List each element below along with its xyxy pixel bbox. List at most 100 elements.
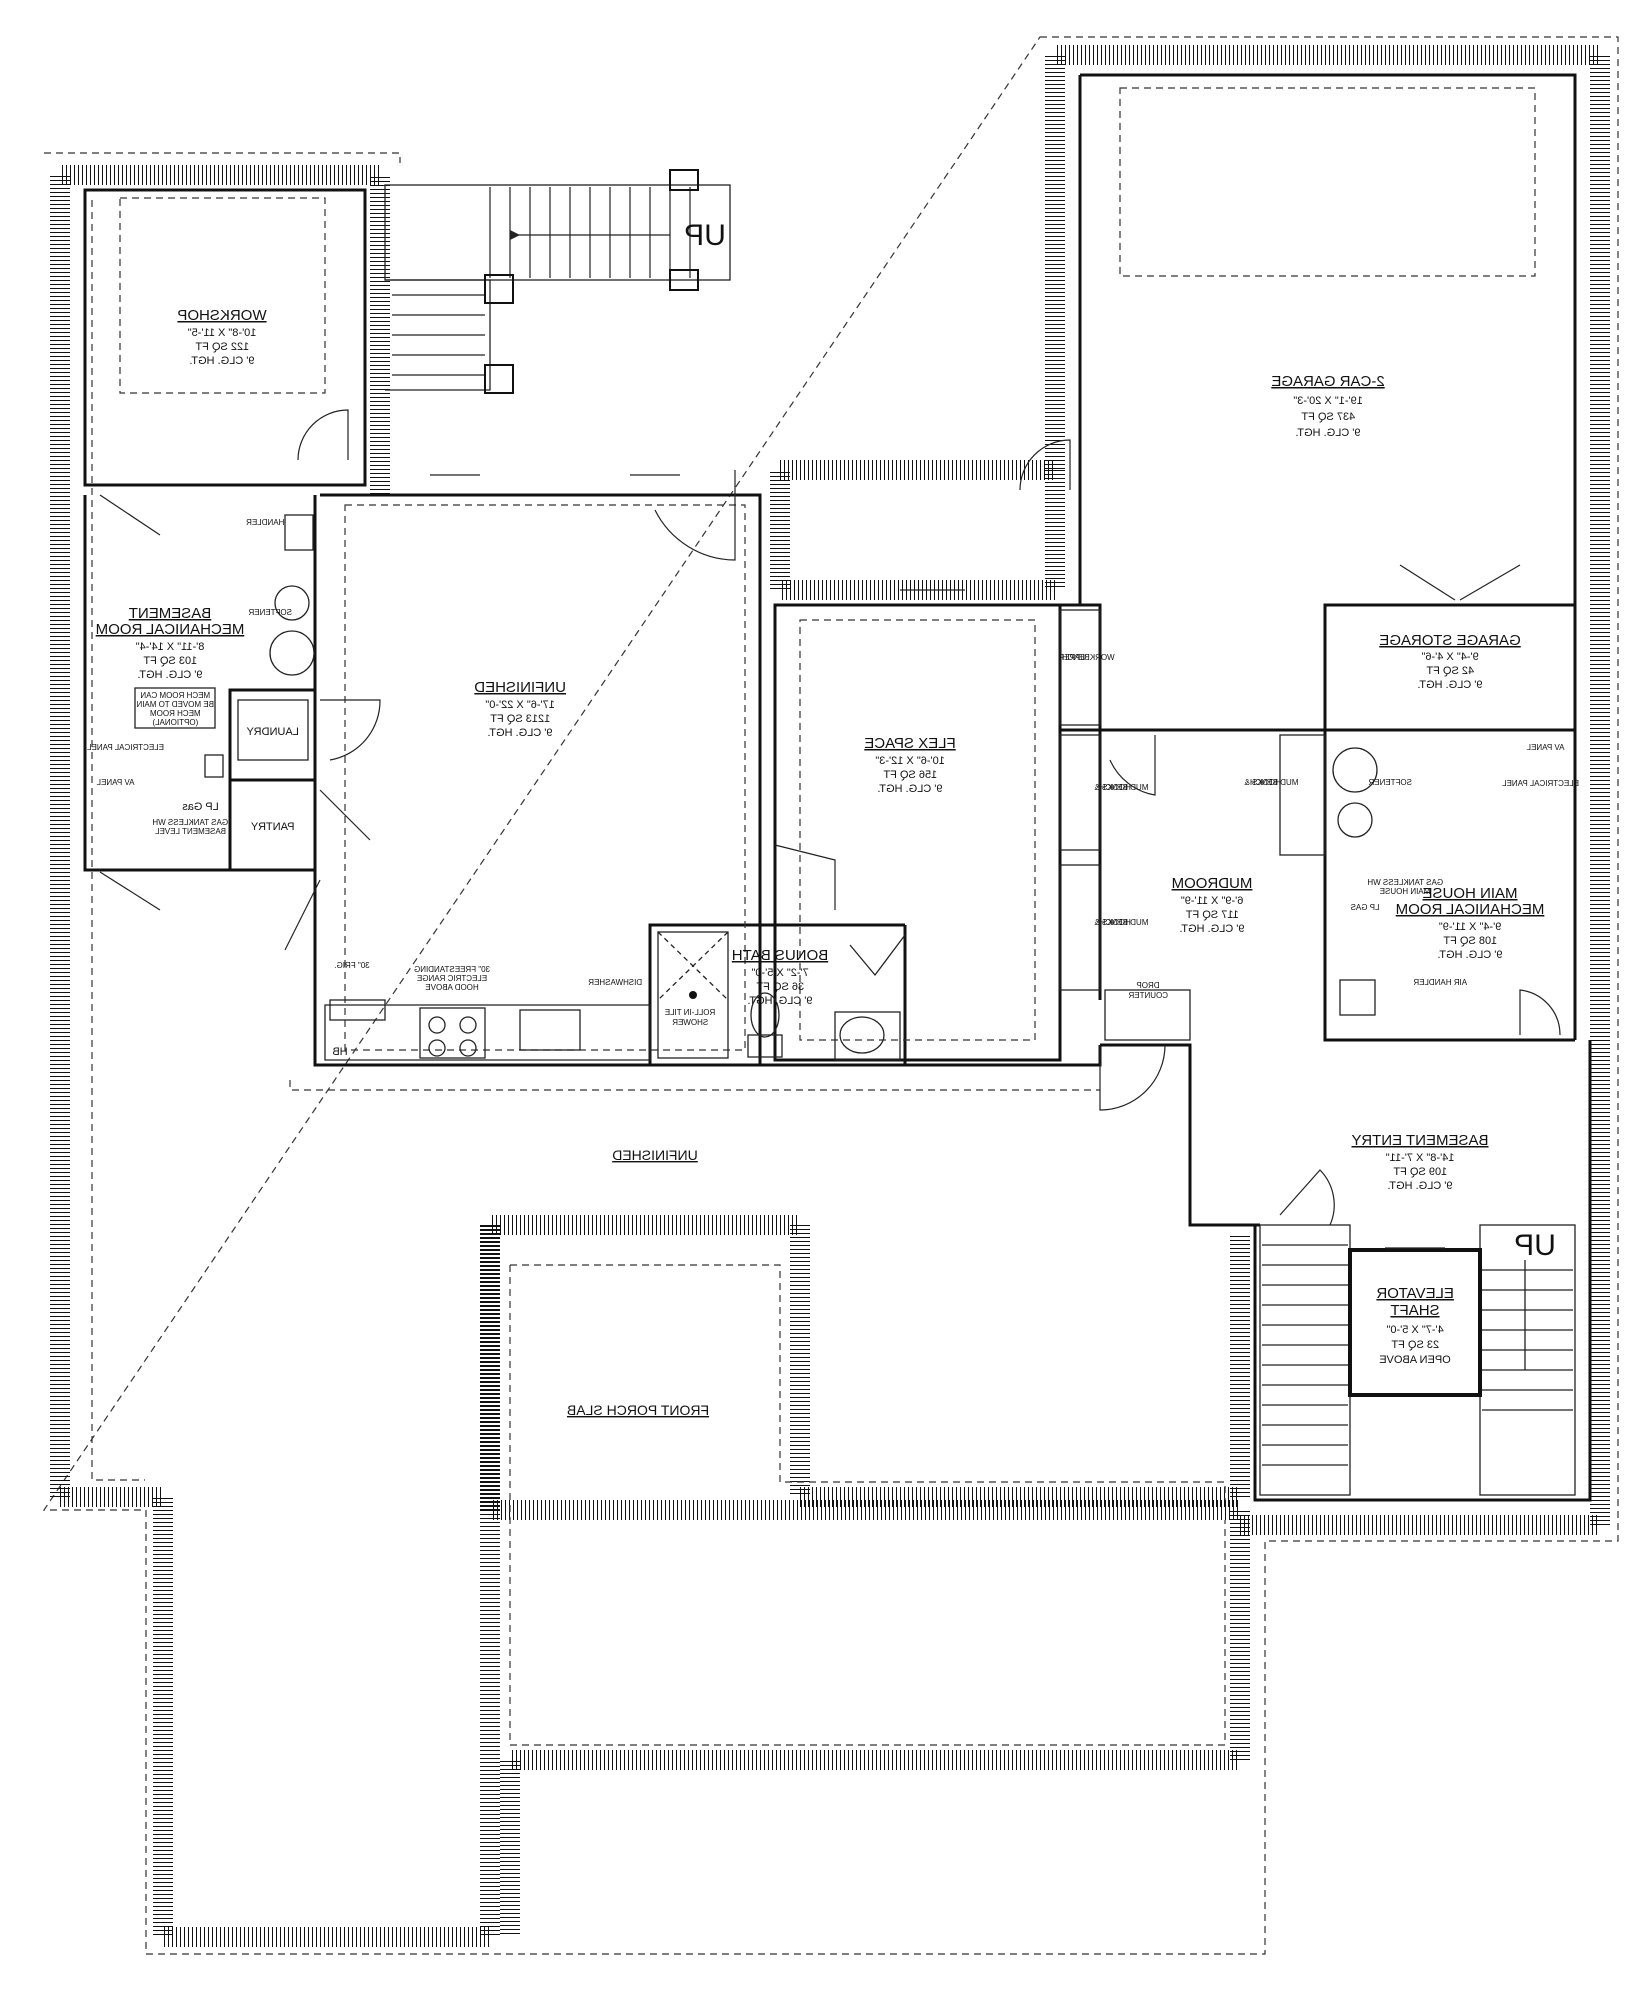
gas-wh-right-2: MAIN HOUSE [1380, 887, 1431, 896]
electrical-panel-left: ELECTRICAL PANEL [87, 743, 164, 752]
room-labels: WORKSHOP 10'-8" X 11'-5" 122 SQ FT 9' CL… [87, 307, 1579, 1418]
pantry-label: PANTRY [250, 821, 294, 833]
garage-clg: 9' CLG. HGT. [1295, 427, 1360, 439]
bench-left-2-label-b: MUD BENCH [1100, 918, 1149, 927]
bench-left-1-label-b: MUD BENCH [1100, 783, 1149, 792]
drop-counter-2: COUNTER [1128, 991, 1168, 1000]
av-panel-left: AV PANEL [96, 778, 134, 787]
mudroom-bench-wall [1060, 603, 1102, 1000]
mudroom-clg: 9' CLG. HGT. [1179, 923, 1244, 935]
unfinished-top-wall [320, 493, 762, 1065]
mech-note-1: MECH ROOM CAN [140, 691, 210, 700]
water-softener-right-1 [1332, 747, 1378, 793]
shower-box [657, 931, 729, 1059]
air-handler-left: HANDLER [246, 518, 284, 527]
garage-storage-area: 42 SQ FT [1426, 665, 1474, 677]
mech-door-top[interactable] [99, 494, 161, 536]
mudroom-title: MUDROOM [1172, 875, 1253, 892]
burner-3 [428, 1039, 446, 1057]
entry-door[interactable] [1099, 1044, 1166, 1111]
lower-stair-treads [1262, 1244, 1573, 1466]
basement-entry-title: BASEMENT ENTRY [1352, 1132, 1489, 1149]
porch-dashed-1 [510, 1264, 1226, 1500]
garage-storage-clg: 9' CLG. HGT. [1417, 679, 1482, 691]
upper-stair-up-label: UP [684, 219, 726, 252]
garage-wall-band [780, 45, 1610, 1535]
basement-mech-title-2: MECHANICAL ROOM [96, 621, 245, 638]
bonus-bath-title: BONUS BATH [732, 947, 828, 964]
mech-note-3: MECH ROOM [150, 709, 201, 718]
porch-dashed-2 [509, 1265, 1226, 1746]
flex-dashed [799, 619, 1036, 1041]
workshop-area: 122 SQ FT [195, 341, 249, 353]
toilet-tank [747, 1034, 783, 1058]
unfinished-bottom-dashed [289, 1080, 1100, 1091]
fridge-box [329, 999, 386, 1021]
post-1 [669, 169, 699, 191]
water-softener-right-2 [1337, 802, 1373, 838]
shower-label-1: ROLL-IN TILE [665, 1008, 716, 1017]
bench-left-1-label-a: HOOKS & [1094, 783, 1131, 792]
bench-right [1279, 734, 1326, 856]
basement-entry-area: 109 SQ FT [1393, 1166, 1447, 1178]
elevator-dim: 4'-7" X 5'-0" [1386, 1324, 1443, 1336]
unfinished-upper-clg: 9' CLG. HGT. [487, 727, 552, 739]
storage-double-door[interactable] [1399, 564, 1521, 601]
range-label-2: ELECTRIC RANGE [417, 974, 487, 983]
air-handler-right: AIR HANDLER [1413, 978, 1467, 987]
elevator-title-2: SHAFT [1390, 1302, 1439, 1319]
lower-stair-right [1479, 1224, 1576, 1496]
workshop-door[interactable] [297, 409, 349, 461]
workshop-walls [83, 188, 367, 487]
kitchen-counter [324, 1004, 651, 1061]
unfinished-lower-title: UNFINISHED [612, 1147, 698, 1163]
dashed-lines [91, 87, 1536, 1746]
fridge-label: 30" FRIG. [334, 961, 369, 970]
shower-label-2: SHOWER [672, 1018, 708, 1027]
stair-hall-door[interactable] [1279, 1169, 1335, 1226]
unfinished-dashed [344, 504, 746, 1051]
unfinished-door[interactable] [654, 470, 736, 561]
bonus-bath-area: 36 SQ FT [756, 981, 804, 993]
basement-mech-dim: 8'-11" X 14'-4" [136, 641, 205, 653]
garage-door-swing[interactable] [1019, 439, 1071, 491]
bench-right-label-b: MUD BENCH [1250, 778, 1299, 787]
main-mech-door[interactable] [1519, 989, 1561, 1036]
bottom-wall-band [60, 1215, 1250, 1947]
flex-door[interactable] [774, 844, 836, 910]
stair-bay-band [770, 470, 1065, 600]
post-4 [484, 364, 514, 394]
dishwasher-label: DISHWASHER [588, 978, 642, 987]
flex-title: FLEX SPACE [864, 735, 955, 752]
upper-stair-outline [384, 184, 731, 281]
upper-stairs: UP [384, 169, 731, 394]
lp-gas-right: LP GAS [1351, 903, 1380, 912]
basement-entry-dim: 14'-8" X 7'-11" [1386, 1152, 1455, 1164]
bench-left-1 [1059, 734, 1101, 851]
laundry-pantry-walls [228, 688, 317, 872]
basement-mech-clg: 9' CLG. HGT. [137, 669, 202, 681]
pantry-door[interactable] [319, 789, 371, 841]
main-mech-area: 108 SQ FT [1443, 935, 1497, 947]
elevator-open: OPEN ABOVE [1379, 1354, 1451, 1366]
range-label-1: 30" FREESTANDING [414, 965, 490, 974]
mech-note-box [134, 687, 216, 729]
gas-wh-right-1: GAS TANKLESS WH [1367, 878, 1443, 887]
stair-door[interactable] [284, 879, 321, 951]
main-mech-dim: 9'-4" X 11'-9" [1439, 921, 1502, 933]
workshop-clg: 9' CLG. HGT. [189, 355, 254, 367]
post-3 [484, 274, 514, 304]
water-softener-left-2 [269, 630, 315, 676]
garage-storage-title: GARAGE STORAGE [1379, 632, 1520, 649]
mech-door-bottom[interactable] [99, 871, 161, 911]
gas-wh-left-2: BASEMENT LEVEL [155, 827, 227, 836]
elevator-shaft-walls [1348, 1248, 1482, 1397]
post-2 [669, 269, 699, 291]
elevator-title-1: ELEVATOR [1376, 1285, 1454, 1302]
unfinished-upper-title: UNFINISHED [474, 679, 566, 696]
laundry-door[interactable] [320, 699, 381, 761]
laundry-label: LAUNDRY [246, 726, 299, 738]
mudroom-door[interactable] [1109, 735, 1156, 796]
laundry-box [237, 699, 309, 761]
lower-stair-up-label: UP [1514, 1229, 1556, 1262]
